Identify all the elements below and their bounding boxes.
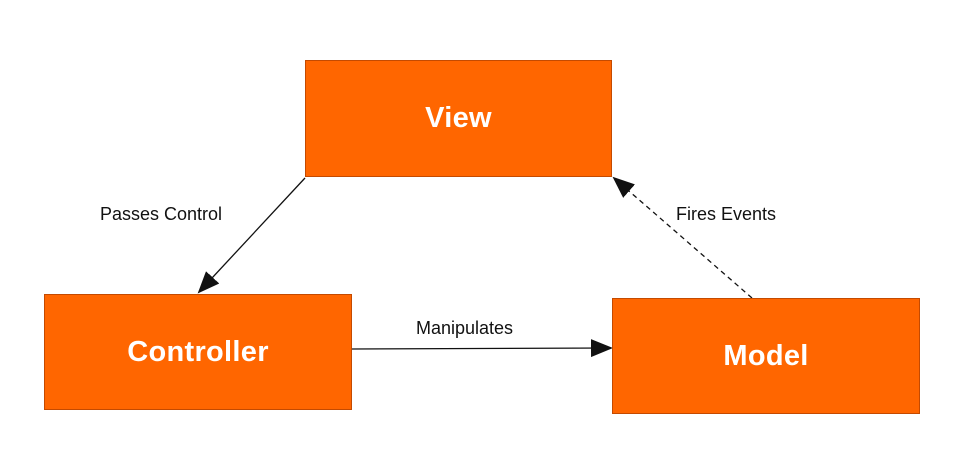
edge-label-manipulates: Manipulates [416,318,514,338]
edge-label-fires-events: Fires Events [676,204,777,224]
edge-manipulates [351,339,613,358]
node-controller-label: Controller [127,335,269,368]
node-model-label: Model [723,339,809,372]
edge-label-passes-control: Passes Control [100,204,223,224]
node-view: View [305,60,612,177]
node-view-label: View [425,102,492,134]
edge-passes-control [197,177,306,294]
edge-fires-events [612,176,753,299]
node-model: Model [612,298,920,414]
node-controller: Controller [44,294,352,410]
